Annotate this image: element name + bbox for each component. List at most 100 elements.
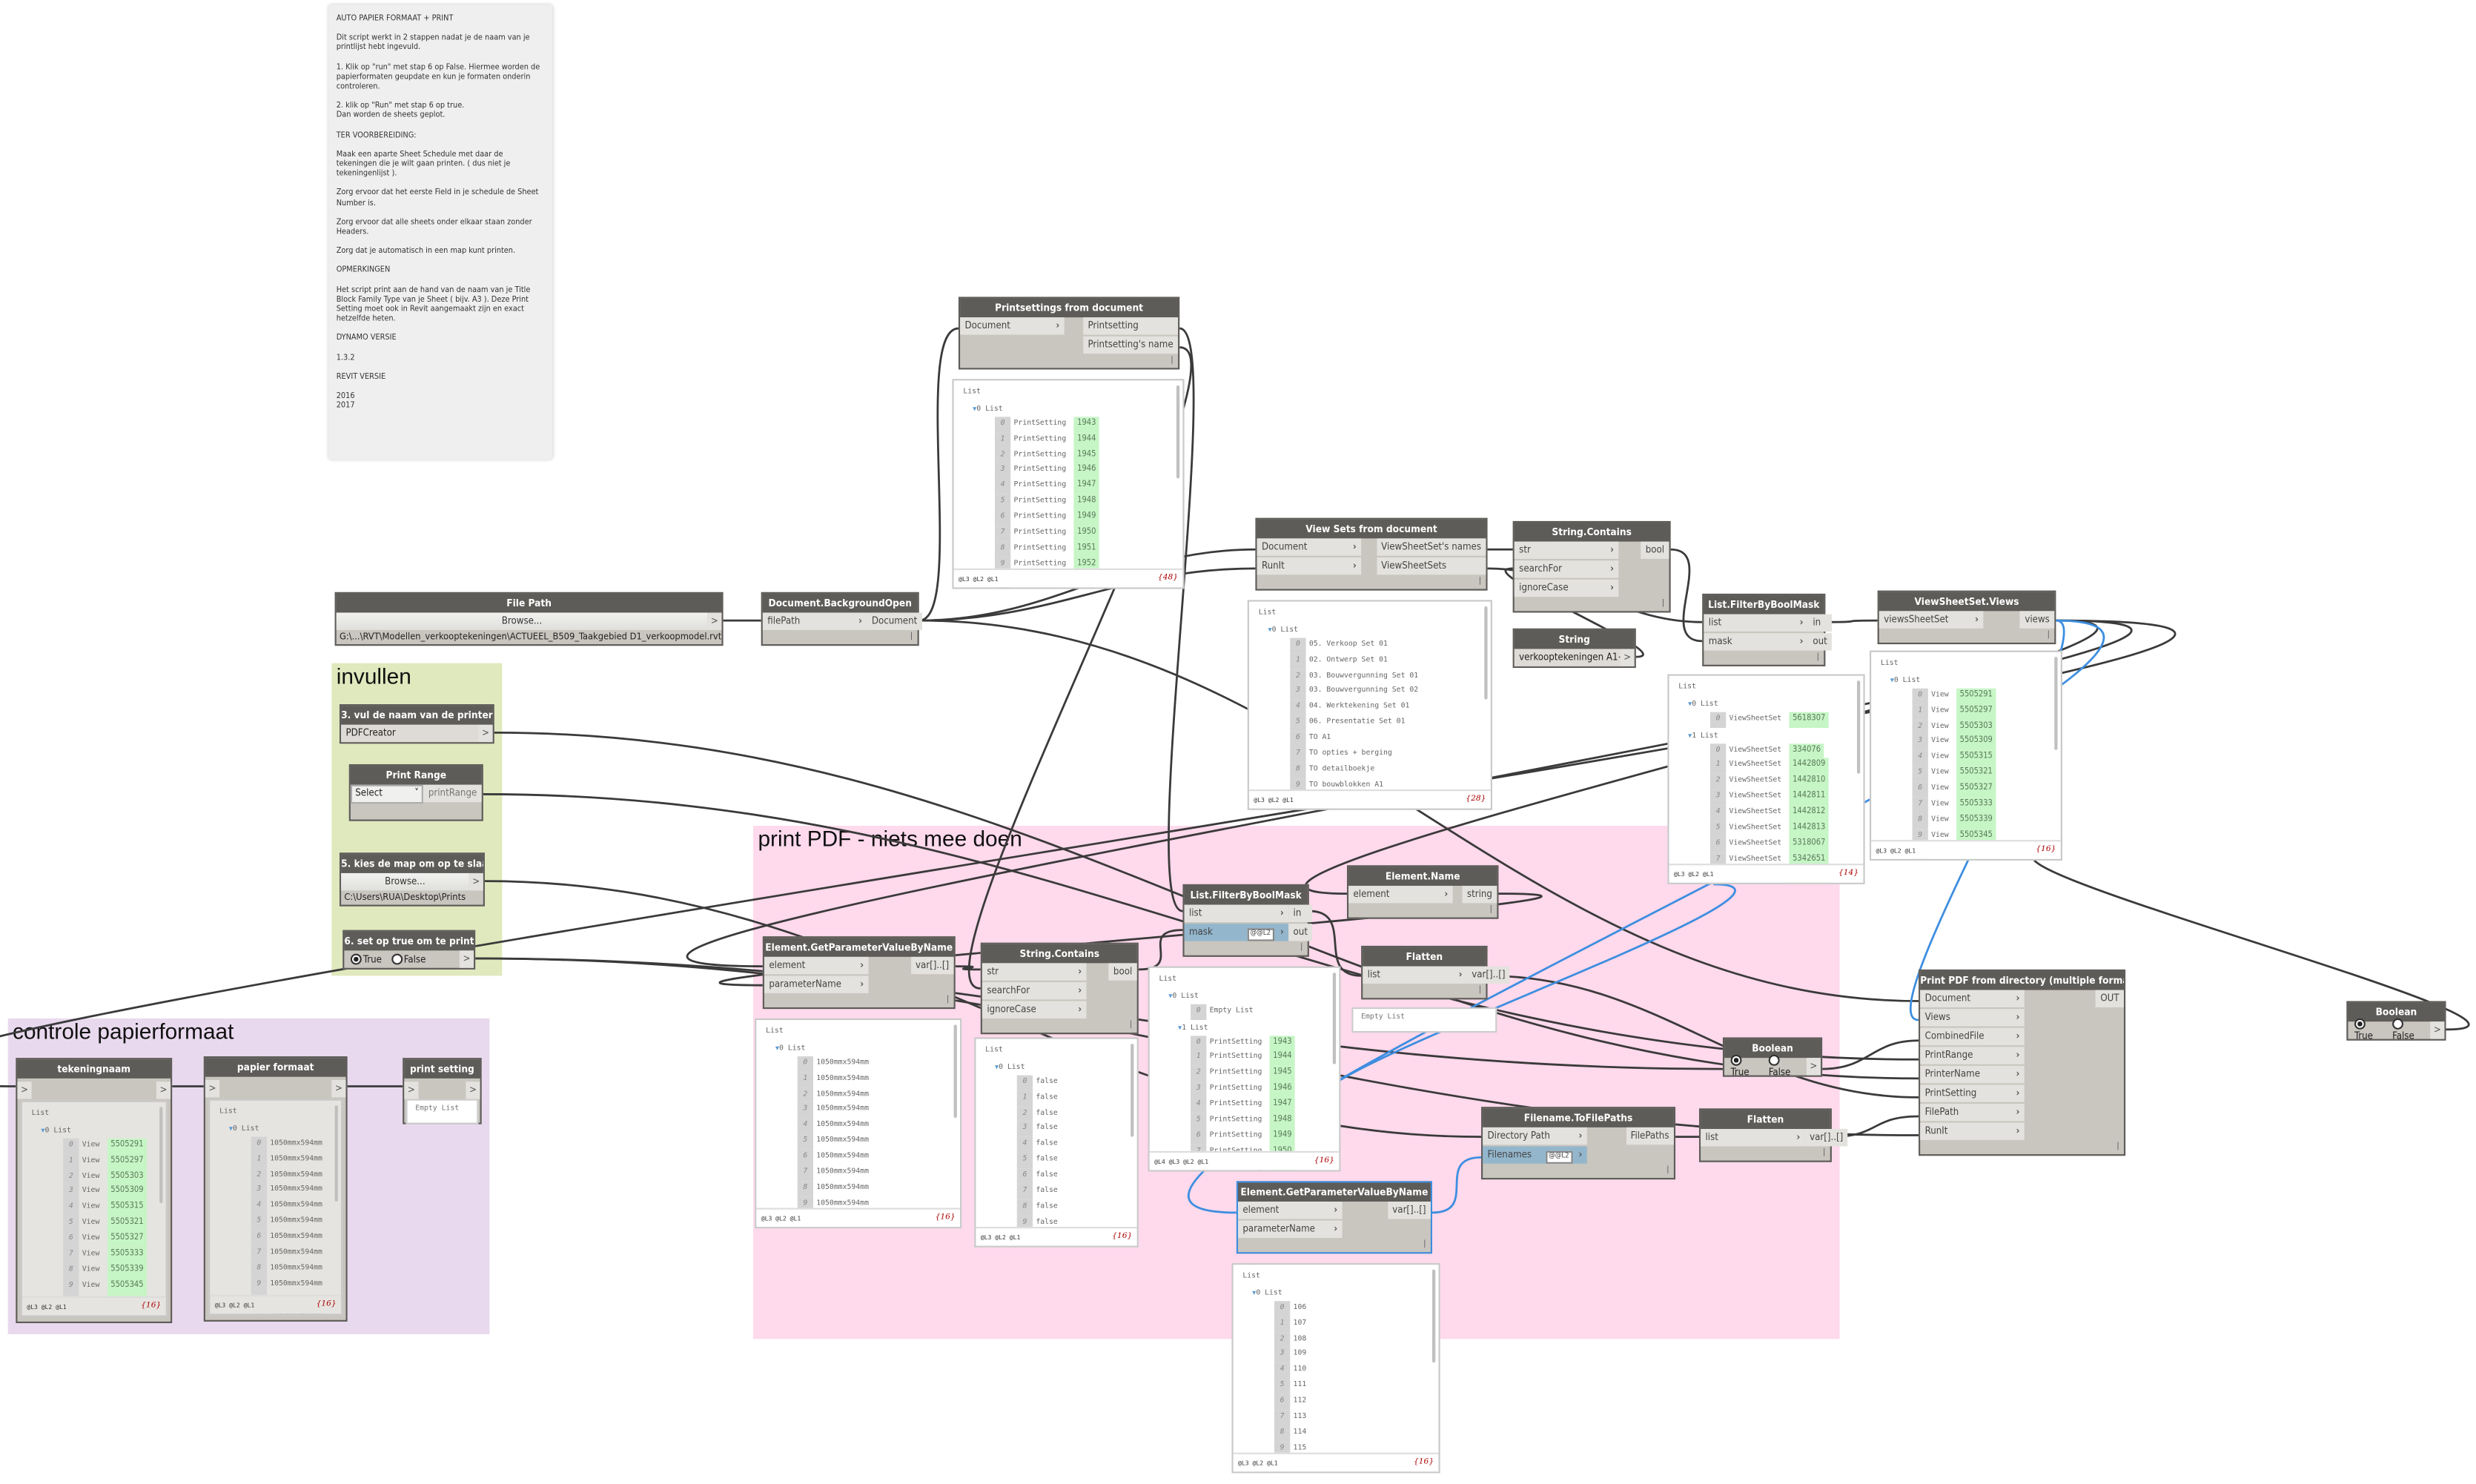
- element-id-tag[interactable]: 5505327: [1956, 781, 1996, 798]
- input-port-element[interactable]: element›: [764, 956, 869, 975]
- element-id-tag[interactable]: 1946: [1270, 1081, 1295, 1098]
- node-printsetting[interactable]: print setting>>: [403, 1058, 482, 1124]
- input-port-document[interactable]: Document›: [1257, 538, 1362, 556]
- element-id-tag[interactable]: 1944: [1270, 1050, 1295, 1067]
- list-levels[interactable]: @L3 @L2 @L1: [214, 1301, 255, 1309]
- output-port-document[interactable]: Document: [867, 612, 922, 630]
- node-title[interactable]: Flatten: [1701, 1110, 1830, 1130]
- node-title[interactable]: Filename.ToFilePaths: [1483, 1108, 1674, 1127]
- resize-grip-icon[interactable]: |: [1478, 985, 1482, 995]
- input-port-directory-path[interactable]: Directory Path›: [1483, 1127, 1587, 1145]
- input-port-document[interactable]: Document›: [960, 317, 1065, 335]
- input-port-ignorecase[interactable]: ignoreCase›: [1514, 579, 1619, 597]
- output-port[interactable]: >: [331, 1079, 346, 1097]
- connector-wire[interactable]: [918, 619, 1919, 1002]
- element-id-tag[interactable]: 1950: [1073, 526, 1099, 542]
- output-port-filepaths[interactable]: FilePaths: [1626, 1127, 1674, 1145]
- node-title[interactable]: Flatten: [1363, 947, 1486, 967]
- output-port-var-[interactable]: var[]..[]: [1387, 1202, 1431, 1219]
- resize-grip-icon[interactable]: |: [910, 632, 913, 641]
- list-header[interactable]: ▼0 List: [1159, 988, 1329, 1004]
- list-header[interactable]: List: [985, 1044, 1128, 1059]
- node-title[interactable]: Document.BackgroundOpen: [762, 593, 918, 613]
- resize-grip-icon[interactable]: |: [946, 994, 950, 1004]
- list-levels[interactable]: @L3 @L2 @L1: [958, 574, 999, 583]
- element-id-tag[interactable]: 1442810: [1789, 774, 1829, 790]
- list-levels[interactable]: @L3 @L2 @L1: [1254, 795, 1294, 804]
- element-id-tag[interactable]: 5505297: [107, 1153, 147, 1170]
- list-levels[interactable]: @L3 @L2 @L1: [980, 1233, 1021, 1242]
- element-id-tag[interactable]: 5505345: [107, 1278, 147, 1295]
- list-header[interactable]: List: [32, 1107, 156, 1122]
- element-id-tag[interactable]: 5318067: [1789, 836, 1829, 852]
- list-levels[interactable]: @L3 @L2 @L1: [1876, 846, 1916, 855]
- element-id-tag[interactable]: 1945: [1270, 1066, 1295, 1082]
- output-port-bool[interactable]: bool: [1108, 963, 1137, 981]
- node-title[interactable]: Print PDF from directory (multiple forma…: [1920, 971, 2124, 990]
- node-title[interactable]: View Sets from document: [1257, 519, 1486, 539]
- element-id-tag[interactable]: 5505315: [1956, 750, 1996, 766]
- browse-button[interactable]: Browse...: [336, 612, 708, 630]
- preview-flatten1[interactable]: Empty List: [1351, 1007, 1497, 1033]
- input-port-list[interactable]: list›: [1363, 966, 1467, 984]
- radio-false[interactable]: False: [1768, 1055, 1801, 1078]
- radio-true[interactable]: True: [2354, 1018, 2383, 1041]
- list-levels[interactable]: @L4 @L3 @L2 @L1: [1154, 1157, 1209, 1166]
- lacing-level-stepper[interactable]: @@L2: [1545, 1150, 1572, 1164]
- element-id-tag[interactable]: 1442812: [1789, 805, 1829, 821]
- node-title[interactable]: File Path: [336, 593, 722, 613]
- browse-button[interactable]: Browse...: [341, 872, 469, 891]
- radio-false[interactable]: False: [2392, 1018, 2424, 1041]
- input-port-str[interactable]: str›: [1514, 541, 1619, 560]
- node-title[interactable]: tekeningnaam: [17, 1059, 171, 1079]
- output-port-viewsheetset-s-names[interactable]: ViewSheetSet's names: [1376, 538, 1486, 556]
- element-id-tag[interactable]: 1947: [1270, 1097, 1295, 1113]
- expand-triangle-icon[interactable]: ▼: [1688, 699, 1692, 708]
- node-title[interactable]: Element.Name: [1348, 867, 1497, 886]
- expand-triangle-icon[interactable]: ▼: [1890, 675, 1894, 684]
- node-title[interactable]: Element.GetParameterValueByName: [764, 938, 954, 957]
- element-id-tag[interactable]: 5505333: [107, 1247, 147, 1263]
- output-port-string[interactable]: string: [1462, 885, 1497, 904]
- element-id-tag[interactable]: 1442811: [1789, 789, 1829, 806]
- list-header[interactable]: ▼0 List: [1678, 696, 1853, 712]
- input-port-searchfor[interactable]: searchFor›: [1514, 560, 1619, 578]
- connector-wire-selected[interactable]: [1188, 619, 2105, 1214]
- element-id-tag[interactable]: 5505321: [1956, 766, 1996, 782]
- element-id-tag[interactable]: 1948: [1073, 494, 1099, 511]
- list-header[interactable]: List: [1242, 1270, 1429, 1285]
- expand-triangle-icon[interactable]: ▼: [1252, 1288, 1257, 1296]
- scrollbar[interactable]: [1856, 680, 1861, 774]
- string-input[interactable]: verkooptekeningen A1+: [1514, 649, 1621, 666]
- output-port-out[interactable]: OUT: [2095, 990, 2124, 1008]
- string-input[interactable]: PDFCreator: [341, 724, 479, 743]
- node-title[interactable]: String.Contains: [1514, 523, 1669, 542]
- element-id-tag[interactable]: 5505291: [1956, 688, 1996, 704]
- radio-true[interactable]: True: [1730, 1055, 1759, 1078]
- input-port-list[interactable]: list›: [1701, 1129, 1805, 1147]
- list-header[interactable]: ▼0 List: [1242, 1285, 1429, 1301]
- list-header[interactable]: List: [963, 385, 1173, 401]
- connector-wire[interactable]: [1487, 975, 1919, 1099]
- output-port[interactable]: >: [1806, 1058, 1821, 1076]
- input-port-printsetting[interactable]: PrintSetting›: [1920, 1084, 2025, 1102]
- expand-triangle-icon[interactable]: ▼: [1178, 1022, 1182, 1031]
- element-id-tag[interactable]: 334076: [1789, 743, 1824, 759]
- resize-grip-icon[interactable]: |: [1661, 598, 1665, 609]
